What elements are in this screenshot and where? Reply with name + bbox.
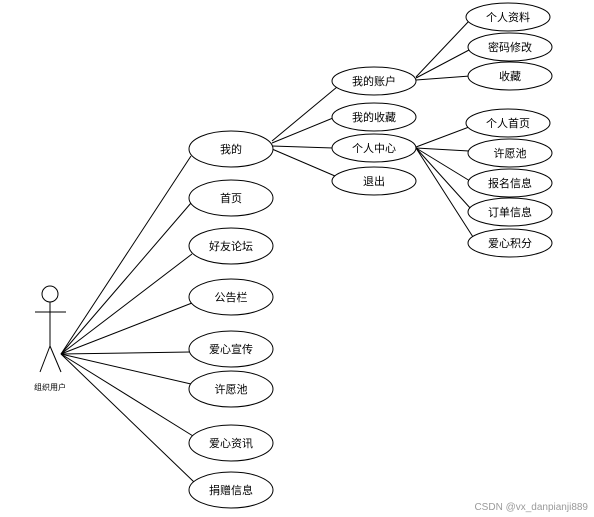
connector-line: [271, 145, 334, 149]
use-case-ellipse: [188, 370, 274, 408]
use-case-haoyou: 好友论坛: [188, 227, 274, 265]
use-case-ellipse: [188, 424, 274, 462]
use-case-label: 许愿池: [215, 383, 248, 396]
connector-line: [271, 148, 336, 177]
connector-lines: [60, 20, 474, 483]
use-case-ellipse: [467, 32, 553, 62]
use-case-zhongxin: 个人中心: [331, 133, 417, 163]
use-case-label: 我的: [220, 142, 242, 156]
use-case-ellipse: [467, 61, 553, 91]
use-case-shouye: 首页: [188, 179, 274, 217]
connector-line: [271, 86, 338, 142]
connector-line: [415, 49, 470, 79]
use-case-label: 我的账户: [352, 74, 396, 88]
use-case-jifen: 爱心积分: [467, 228, 553, 258]
use-case-xuyuan2: 许愿池: [467, 138, 553, 168]
actor-label: 组织用户: [34, 382, 66, 392]
connector-line: [60, 202, 192, 355]
use-case-ellipse: [467, 197, 553, 227]
use-case-label: 首页: [220, 191, 242, 205]
connector-line: [60, 351, 191, 355]
connector-line: [415, 126, 470, 148]
watermark: CSDN @vx_danpianji889: [474, 502, 588, 513]
use-case-zhanghu: 我的账户: [331, 66, 417, 96]
use-case-nodes: 我的首页好友论坛公告栏爱心宣传许愿池爱心资讯捐赠信息我的账户我的收藏个人中心退出…: [188, 2, 553, 509]
use-case-label: 收藏: [499, 69, 521, 83]
use-case-ellipse: [188, 471, 274, 509]
use-case-label: 爱心积分: [488, 237, 532, 250]
connector-line: [415, 147, 471, 182]
use-case-wode: 我的: [188, 130, 274, 168]
use-case-label: 个人首页: [486, 116, 530, 130]
actor-left-leg: [39, 345, 51, 373]
use-case-tuichu: 退出: [331, 166, 417, 196]
use-case-ellipse: [465, 2, 551, 32]
use-case-label: 密码修改: [488, 40, 532, 54]
actor-right-leg: [49, 345, 62, 373]
use-case-baoming: 报名信息: [467, 168, 553, 198]
connector-line: [60, 353, 195, 483]
use-case-label: 捐赠信息: [209, 483, 253, 497]
use-case-gonggao: 公告栏: [188, 278, 274, 316]
actor: [35, 285, 66, 373]
use-case-shoucang2: 收藏: [467, 61, 553, 91]
use-case-ellipse: [331, 66, 417, 96]
use-case-ellipse: [188, 330, 274, 368]
actor-head: [41, 285, 59, 303]
use-case-mima: 密码修改: [467, 32, 553, 62]
use-case-juanzeng: 捐赠信息: [188, 471, 274, 509]
use-case-ellipse: [467, 168, 553, 198]
use-case-zixun: 爱心资讯: [188, 424, 274, 462]
use-case-ellipse: [331, 133, 417, 163]
use-case-ziliao: 个人资料: [465, 2, 551, 32]
use-case-ellipse: [331, 102, 417, 132]
connector-line: [60, 253, 193, 355]
connector-line: [60, 155, 192, 355]
use-case-xuanchuan: 爱心宣传: [188, 330, 274, 368]
connector-line: [415, 75, 471, 81]
use-case-zhuye: 个人首页: [465, 108, 551, 138]
use-case-label: 个人资料: [486, 10, 530, 24]
connector-line: [271, 117, 334, 144]
use-case-ellipse: [188, 179, 274, 217]
connector-line: [60, 302, 193, 355]
use-case-ellipse: [188, 227, 274, 265]
connector-line: [415, 147, 472, 210]
use-case-label: 好友论坛: [209, 239, 253, 253]
use-case-ellipse: [467, 228, 553, 258]
use-case-label: 我的收藏: [352, 110, 396, 124]
connector-line: [415, 20, 470, 78]
connector-line: [60, 353, 194, 437]
use-case-ellipse: [331, 166, 417, 196]
use-case-label: 订单信息: [488, 205, 532, 219]
use-case-label: 报名信息: [488, 176, 532, 190]
use-case-label: 爱心资讯: [209, 437, 253, 450]
use-case-label: 个人中心: [352, 142, 396, 155]
use-case-label: 许愿池: [494, 147, 527, 160]
use-case-label: 退出: [363, 174, 385, 188]
use-case-ellipse: [188, 130, 274, 168]
connector-line: [415, 147, 470, 152]
use-case-ellipse: [467, 138, 553, 168]
connector-line: [415, 147, 474, 238]
use-case-xuyuan1: 许愿池: [188, 370, 274, 408]
use-case-dingdan: 订单信息: [467, 197, 553, 227]
connector-line: [60, 353, 192, 385]
use-case-ellipse: [188, 278, 274, 316]
use-case-shoucang1: 我的收藏: [331, 102, 417, 132]
use-case-label: 公告栏: [215, 290, 248, 304]
use-case-label: 爱心宣传: [209, 342, 253, 356]
use-case-ellipse: [465, 108, 551, 138]
